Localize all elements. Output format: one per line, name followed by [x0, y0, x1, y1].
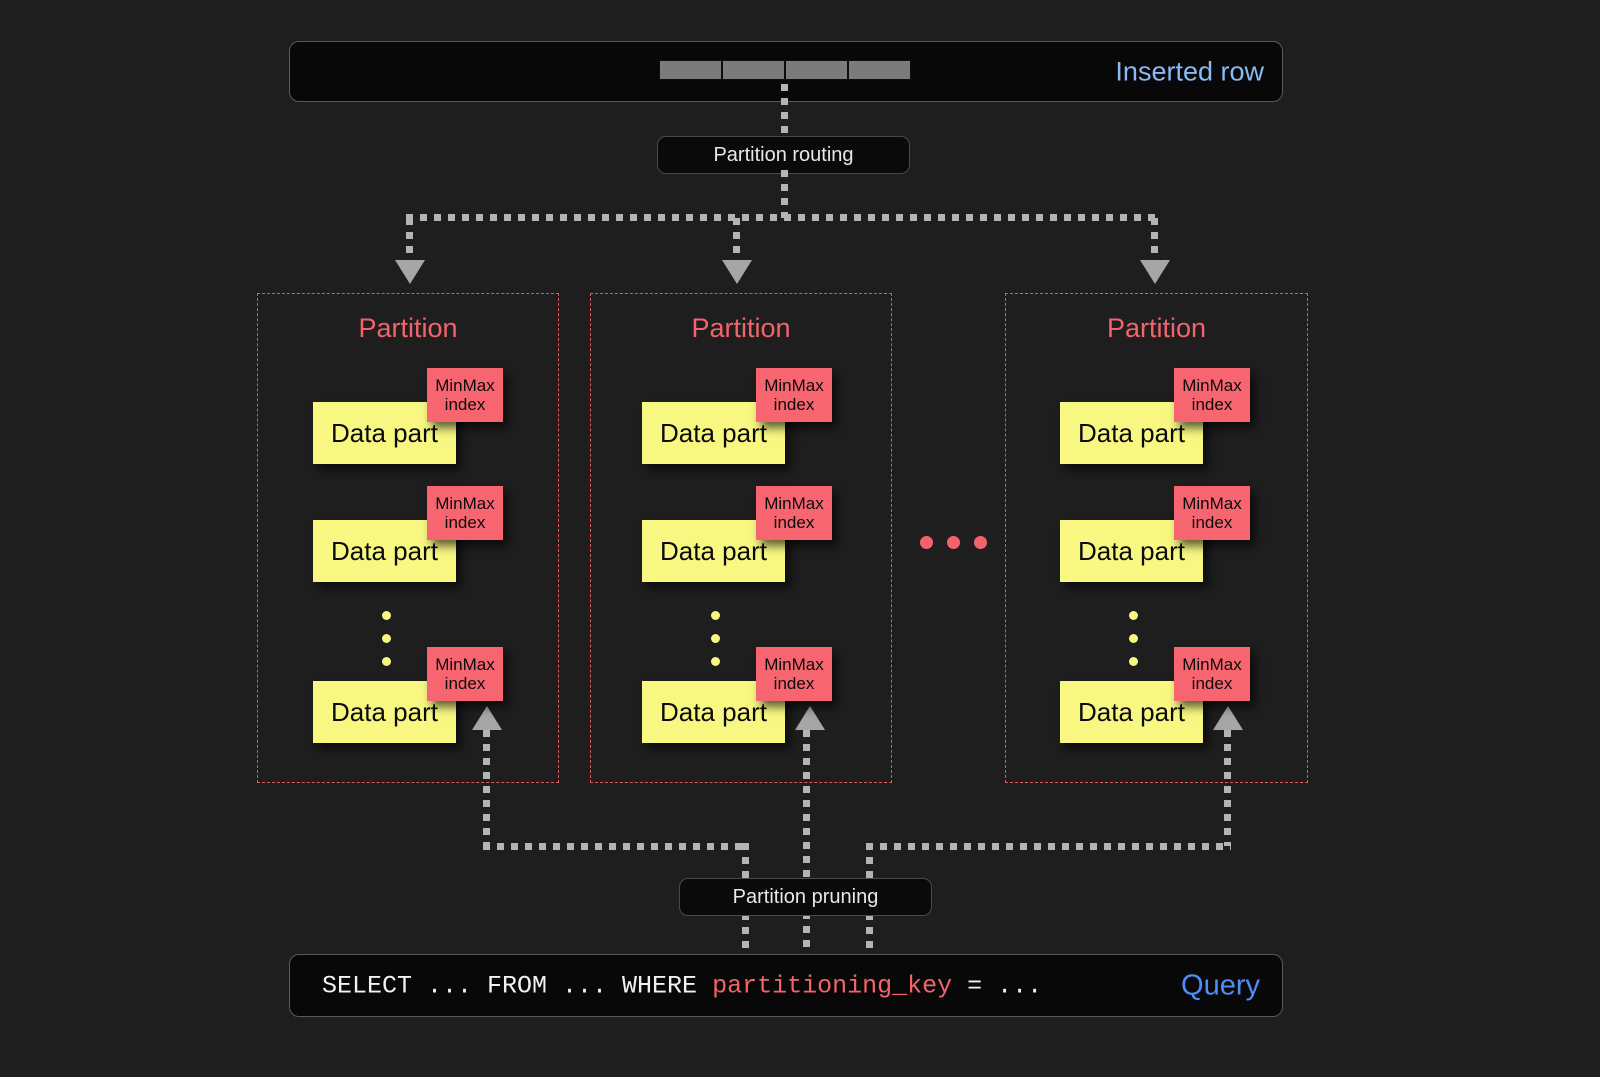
minmax-index-line2: index — [773, 513, 815, 532]
minmax-index-line2: index — [444, 395, 486, 414]
minmax-index-line2: index — [1191, 513, 1233, 532]
connector-routing-to-bus — [781, 170, 788, 218]
minmax-index-box[interactable]: MinMax index — [756, 486, 832, 540]
minmax-index-line1: MinMax — [1182, 493, 1242, 513]
data-part-ellipsis — [382, 611, 391, 680]
connector-routing-bus — [406, 214, 1158, 221]
connector-bus-to-partition-2 — [1151, 218, 1158, 264]
inserted-row-cell — [785, 60, 848, 80]
ellipsis-dot — [711, 611, 720, 620]
minmax-index-line1: MinMax — [764, 493, 824, 513]
minmax-index-line2: index — [1191, 395, 1233, 414]
query-prefix: SELECT ... FROM ... WHERE — [322, 971, 713, 1000]
ellipsis-dot — [947, 536, 960, 549]
inserted-row-cell — [848, 60, 911, 80]
connector-pruning-bus-left — [483, 843, 748, 850]
arrow-into-data-part-0 — [472, 706, 502, 730]
ellipsis-dot — [711, 634, 720, 643]
minmax-index-line2: index — [444, 513, 486, 532]
data-part-group[interactable]: MinMax index Data part — [642, 486, 842, 586]
data-part-group[interactable]: MinMax index Data part — [1060, 368, 1260, 468]
ellipsis-dot — [920, 536, 933, 549]
query-suffix: = ... — [952, 971, 1043, 1000]
ellipsis-dot — [382, 657, 391, 666]
minmax-index-line1: MinMax — [435, 375, 495, 395]
query-partitioning-key: partitioning_key — [712, 971, 953, 1000]
minmax-index-box[interactable]: MinMax index — [756, 647, 832, 701]
connector-bus-to-partition-1 — [733, 218, 740, 264]
data-part-group[interactable]: MinMax index Data part — [642, 368, 842, 468]
arrow-into-partition-2 — [1140, 260, 1170, 284]
data-part-group[interactable]: MinMax index Data part — [313, 647, 513, 747]
minmax-index-line2: index — [444, 674, 486, 693]
minmax-index-line1: MinMax — [1182, 375, 1242, 395]
minmax-index-line1: MinMax — [435, 493, 495, 513]
partition-pruning-box[interactable]: Partition pruning — [679, 878, 932, 916]
data-part-group[interactable]: MinMax index Data part — [313, 486, 513, 586]
data-part-box[interactable]: Data part — [1060, 520, 1203, 582]
minmax-index-box[interactable]: MinMax index — [756, 368, 832, 422]
query-text: SELECT ... FROM ... WHERE partitioning_k… — [322, 971, 1042, 1000]
minmax-index-box[interactable]: MinMax index — [1174, 368, 1250, 422]
connector-pruning-bus-right — [866, 843, 1231, 850]
minmax-index-line1: MinMax — [435, 654, 495, 674]
data-part-group[interactable]: MinMax index Data part — [313, 368, 513, 468]
partition-box[interactable] — [257, 293, 559, 783]
connector-pruning-to-partition-0 — [483, 730, 490, 846]
connector-pruning-to-partition-1 — [803, 730, 810, 952]
minmax-index-box[interactable]: MinMax index — [427, 368, 503, 422]
minmax-index-box[interactable]: MinMax index — [1174, 647, 1250, 701]
ellipsis-dot — [1129, 611, 1138, 620]
minmax-index-box[interactable]: MinMax index — [427, 486, 503, 540]
inserted-row-cell — [722, 60, 785, 80]
inserted-row-cells — [659, 60, 911, 80]
connector-pruning-to-partition-2 — [1224, 730, 1231, 846]
minmax-index-box[interactable]: MinMax index — [427, 647, 503, 701]
arrow-into-partition-1 — [722, 260, 752, 284]
ellipsis-dot — [382, 611, 391, 620]
arrow-into-data-part-1 — [795, 706, 825, 730]
ellipsis-dot — [1129, 634, 1138, 643]
partition-routing-box[interactable]: Partition routing — [657, 136, 910, 174]
ellipsis-dot — [382, 634, 391, 643]
minmax-index-line2: index — [773, 674, 815, 693]
arrow-into-data-part-2 — [1213, 706, 1243, 730]
partition-title: Partition — [691, 313, 791, 343]
partitions-ellipsis — [920, 536, 987, 549]
partition-title: Partition — [1106, 313, 1207, 343]
inserted-row-label: Inserted row — [1115, 56, 1264, 86]
ellipsis-dot — [1129, 657, 1138, 666]
minmax-index-box[interactable]: MinMax index — [1174, 486, 1250, 540]
minmax-index-line2: index — [773, 395, 815, 414]
minmax-index-line1: MinMax — [1182, 654, 1242, 674]
query-label: Query — [1181, 969, 1260, 1001]
data-part-ellipsis — [711, 611, 720, 680]
data-part-box[interactable]: Data part — [642, 681, 785, 743]
query-bar: SELECT ... FROM ... WHERE partitioning_k… — [289, 954, 1283, 1017]
ellipsis-dot — [711, 657, 720, 666]
data-part-ellipsis — [1129, 611, 1138, 680]
arrow-into-partition-0 — [395, 260, 425, 284]
minmax-index-line2: index — [1191, 674, 1233, 693]
inserted-row-cell — [659, 60, 722, 80]
data-part-group[interactable]: MinMax index Data part — [1060, 647, 1260, 747]
connector-row-to-routing — [781, 84, 788, 138]
partition-box[interactable] — [1005, 293, 1308, 783]
partition-box[interactable] — [590, 293, 892, 783]
data-part-group[interactable]: MinMax index Data part — [642, 647, 842, 747]
ellipsis-dot — [974, 536, 987, 549]
connector-bus-to-partition-0 — [406, 218, 413, 264]
minmax-index-line1: MinMax — [764, 375, 824, 395]
minmax-index-line1: MinMax — [764, 654, 824, 674]
data-part-group[interactable]: MinMax index Data part — [1060, 486, 1260, 586]
partition-title: Partition — [358, 313, 458, 343]
